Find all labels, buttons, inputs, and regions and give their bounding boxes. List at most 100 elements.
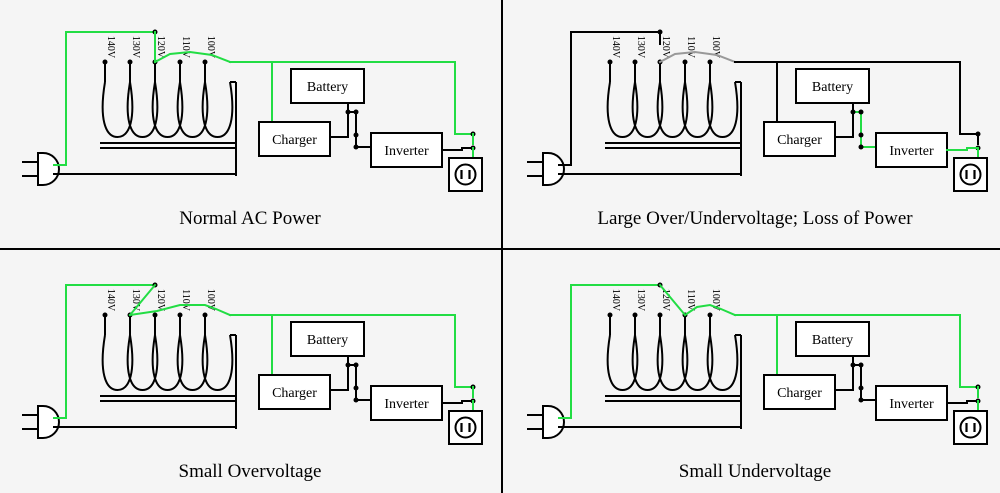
- tap-label: 140V: [610, 289, 621, 312]
- tap-label: 100V: [710, 289, 721, 312]
- battery-dc-wire: [347, 355, 373, 401]
- panel-caption: Normal AC Power: [179, 208, 321, 229]
- tap-contact: [682, 59, 688, 65]
- tap-label: 130V: [130, 289, 141, 312]
- tap-contact: [632, 59, 638, 65]
- plug-icon: [22, 152, 60, 186]
- tap-label: 120V: [155, 289, 166, 312]
- tap-label: 100V: [710, 36, 721, 59]
- plug-body: [37, 152, 60, 186]
- outlet-face: [959, 163, 982, 186]
- outlet-face: [454, 163, 477, 186]
- junction-dot: [353, 362, 359, 368]
- tap-label: 120V: [660, 289, 671, 312]
- plug-icon: [22, 405, 60, 439]
- charger-label: Charger: [777, 133, 822, 148]
- battery-dc-wire: [852, 355, 878, 401]
- tap-label: 110V: [180, 289, 191, 312]
- junction-dot: [353, 385, 359, 391]
- tap-bus-wire: [128, 304, 232, 317]
- transformer-winding: [101, 81, 237, 175]
- battery-label: Battery: [307, 80, 348, 95]
- tap-contact: [657, 312, 663, 318]
- output-rail-wire: [734, 314, 979, 388]
- tap-label: 130V: [635, 289, 646, 312]
- junction-dot: [353, 397, 359, 403]
- inverter-output-wire: [946, 400, 979, 404]
- battery-dc-wire: [347, 102, 373, 148]
- junction-dot: [858, 144, 864, 150]
- charger-label: Charger: [777, 386, 822, 401]
- plug-body: [542, 152, 565, 186]
- battery-box: [795, 321, 870, 357]
- tap-label: 110V: [685, 289, 696, 312]
- battery-label: Battery: [812, 333, 853, 348]
- junction-dot: [353, 109, 359, 115]
- tap-contact: [152, 312, 158, 318]
- tap-label: 100V: [205, 36, 216, 59]
- battery-dc-wire: [852, 102, 878, 148]
- battery-label: Battery: [812, 80, 853, 95]
- plug-icon: [527, 405, 565, 439]
- tap-contact: [127, 59, 133, 65]
- inverter-label: Inverter: [384, 397, 429, 412]
- inverter-box: [875, 132, 948, 168]
- tap-contact: [607, 59, 613, 65]
- input-line-wire: [558, 31, 661, 166]
- inverter-output-wire: [441, 147, 474, 151]
- output-rail-wire: [734, 61, 979, 135]
- battery-box: [795, 68, 870, 104]
- junction-dot: [353, 144, 359, 150]
- tap-label: 120V: [155, 36, 166, 59]
- outlet-face: [454, 416, 477, 439]
- charger-box: [258, 121, 331, 157]
- battery-box: [290, 321, 365, 357]
- output-rail-wire: [229, 61, 474, 135]
- tap-contact: [707, 59, 713, 65]
- tap-label: 100V: [205, 289, 216, 312]
- outlet-face: [959, 416, 982, 439]
- inverter-label: Inverter: [889, 144, 934, 159]
- charger-box: [763, 121, 836, 157]
- selector-switch-arm: [658, 283, 687, 317]
- tap-label: 110V: [180, 36, 191, 59]
- transformer-winding: [101, 334, 237, 428]
- charger-box: [763, 374, 836, 410]
- charger-dc-wire: [329, 111, 349, 138]
- tap-label: 140V: [105, 36, 116, 59]
- tap-label: 120V: [660, 36, 671, 59]
- panel-caption: Small Undervoltage: [679, 461, 832, 482]
- panel-caption: Large Over/Undervoltage; Loss of Power: [597, 208, 913, 229]
- tap-contact: [102, 312, 108, 318]
- inverter-label: Inverter: [384, 144, 429, 159]
- tap-label: 130V: [635, 36, 646, 59]
- junction-dot: [858, 385, 864, 391]
- charger-box: [258, 374, 331, 410]
- tap-label: 130V: [130, 36, 141, 59]
- tap-label: 110V: [685, 36, 696, 59]
- transformer-winding: [606, 334, 742, 428]
- tap-bus-wire: [658, 50, 737, 64]
- charger-dc-wire: [834, 111, 854, 138]
- tap-label: 140V: [105, 289, 116, 312]
- plug-body: [37, 405, 60, 439]
- winding-coils: [606, 81, 739, 139]
- inverter-output-wire: [946, 147, 979, 151]
- junction-dot: [858, 109, 864, 115]
- neutral-wire: [558, 426, 742, 429]
- input-line-wire: [558, 284, 661, 419]
- plug-body: [542, 405, 565, 439]
- junction-dot: [858, 397, 864, 403]
- inverter-box: [370, 385, 443, 421]
- tap-contact: [707, 312, 713, 318]
- output-rail-wire: [229, 314, 474, 388]
- junction-dot: [858, 132, 864, 138]
- tap-contact: [177, 312, 183, 318]
- battery-label: Battery: [307, 333, 348, 348]
- tap-contact: [632, 312, 638, 318]
- junction-dot: [353, 132, 359, 138]
- inverter-label: Inverter: [889, 397, 934, 412]
